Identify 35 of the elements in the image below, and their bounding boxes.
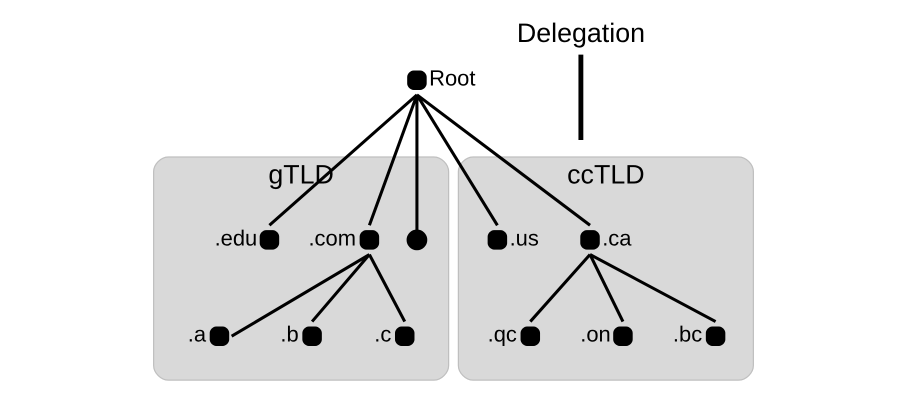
connector xyxy=(416,94,591,226)
node-label: .edu xyxy=(214,225,258,250)
connector xyxy=(588,254,624,322)
connector xyxy=(230,253,370,338)
node-label: .c xyxy=(374,322,392,347)
connector xyxy=(415,94,418,230)
node-circle xyxy=(210,326,230,346)
label: Delegation xyxy=(516,18,646,48)
node-label: .b xyxy=(280,322,299,347)
node-label: .bc xyxy=(672,322,702,347)
connector xyxy=(368,94,418,226)
node-circle xyxy=(706,326,726,346)
node-label: .a xyxy=(188,322,206,347)
node-label: .us xyxy=(510,225,539,250)
node-circle xyxy=(260,230,280,250)
connector xyxy=(310,254,371,323)
connector xyxy=(268,94,418,226)
connector xyxy=(589,253,716,323)
connector xyxy=(416,94,499,226)
node-label: .on xyxy=(580,322,611,347)
node-circle xyxy=(302,326,322,346)
node-circle xyxy=(520,326,540,346)
connector xyxy=(368,254,406,322)
node-label: .com xyxy=(308,225,356,250)
node-circle xyxy=(488,230,508,250)
node-label: Root xyxy=(429,66,476,91)
node-circle xyxy=(407,70,427,90)
connector xyxy=(529,254,592,323)
node-label: .ca xyxy=(602,225,632,250)
node-circle xyxy=(395,326,414,346)
node-circle xyxy=(360,230,380,250)
node-circle xyxy=(613,326,633,346)
node-circle xyxy=(580,230,600,250)
node-circle xyxy=(406,230,428,250)
node-label: .qc xyxy=(488,322,517,347)
